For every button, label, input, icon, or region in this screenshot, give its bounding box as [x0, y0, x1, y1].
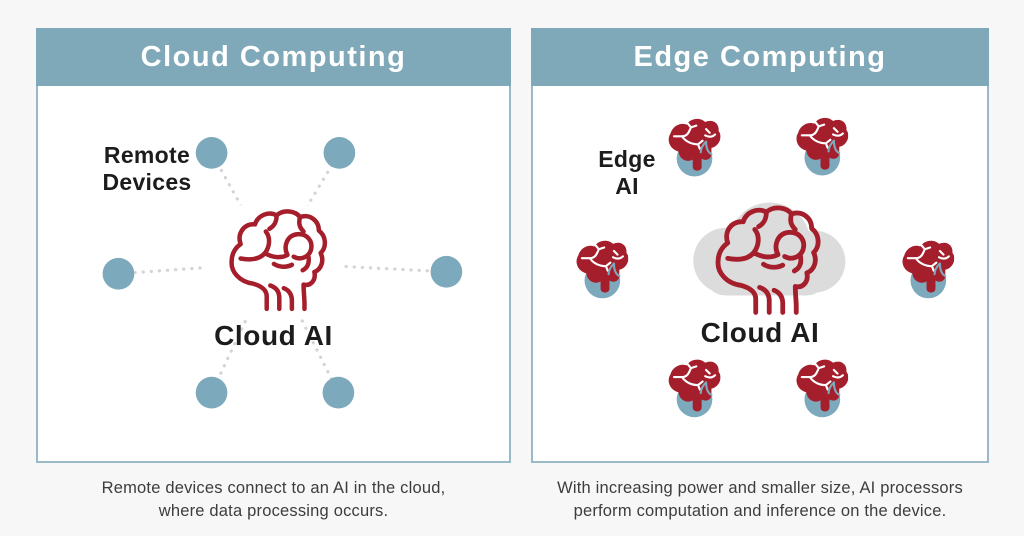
remote-devices-label: Remote Devices [102, 142, 192, 195]
brain-backdrop [201, 198, 345, 322]
device-dot-icon [102, 257, 135, 290]
dotted-connection-line [209, 151, 275, 265]
device-dot-icon [430, 255, 463, 288]
brain-on-chip-icon [575, 239, 629, 300]
dotted-connection-line [271, 261, 448, 274]
cloud-diagram [102, 137, 463, 409]
edge-ai-label: Edge AI [598, 146, 656, 199]
cloud-icon [693, 202, 846, 296]
cloud-panel-title: Cloud Computing [36, 28, 511, 86]
device-dot-icon [195, 137, 228, 169]
edge-panel-title: Edge Computing [531, 28, 989, 86]
edge-caption: With increasing power and smaller size, … [557, 479, 963, 520]
device-dot-icon [322, 376, 355, 409]
cloud-ai-label: Cloud AI [214, 320, 333, 351]
cloud-ai-label: Cloud AI [700, 317, 820, 348]
brain-on-chip-icon [901, 239, 955, 300]
cloud-caption: Remote devices connect to an AI in the c… [101, 479, 446, 520]
edge-computing-panel: Edge Computing Edge AI Cloud AI [531, 28, 989, 463]
brain-on-chip-icon [667, 358, 721, 419]
brain-on-chip-icon [795, 358, 849, 419]
device-dot-icon [195, 376, 228, 409]
cloud-computing-panel: Cloud Computing Remote [36, 28, 511, 463]
brain-on-chip-icon [795, 116, 849, 177]
device-dot-icon [323, 137, 356, 169]
edge-diagram [575, 116, 955, 419]
